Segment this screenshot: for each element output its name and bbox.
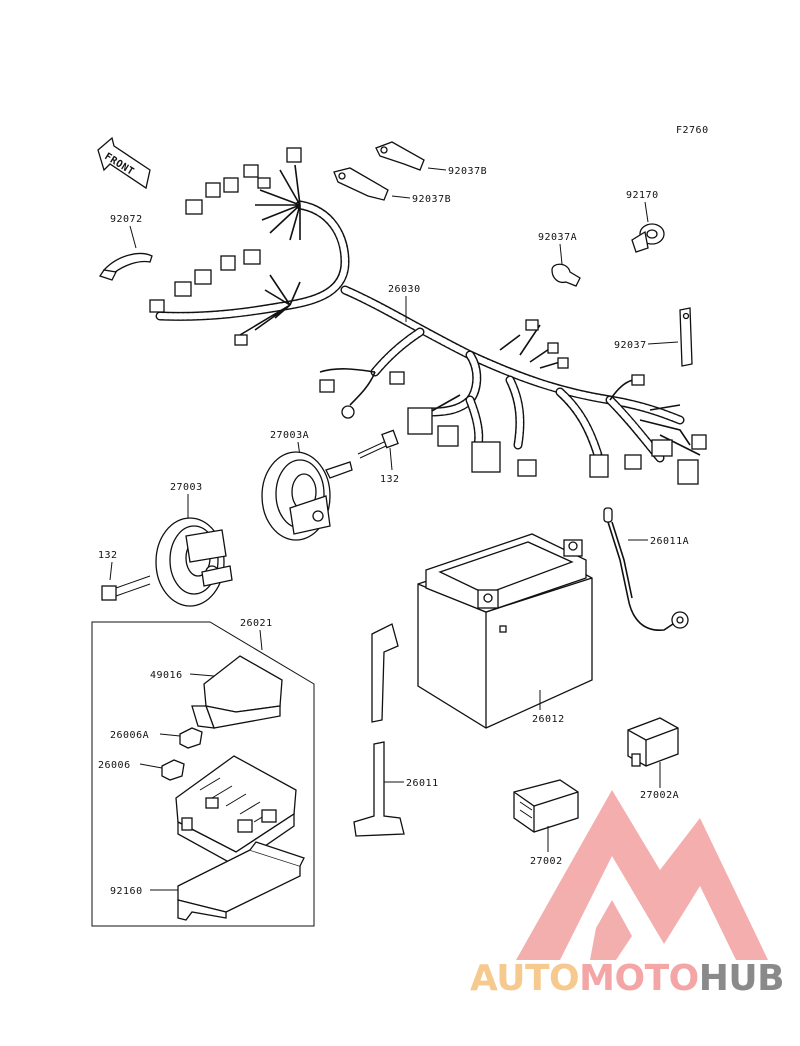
label-26011: 26011 [406,778,439,789]
cable-26011a [603,507,689,631]
label-92072: 92072 [110,214,143,225]
watermark-part-auto: AUTO [470,958,580,999]
bolt-132-left [101,575,151,601]
relay-27002a [627,717,679,767]
label-132-right: 132 [380,474,400,485]
watermark-text: AUTOMOTOHUB [470,958,800,1008]
label-26006a: 26006A [110,730,149,741]
label-92037a: 92037A [538,232,577,243]
battery-26012 [417,533,593,729]
clamp-92170 [631,223,665,253]
strap-92037 [679,307,693,367]
label-26012: 26012 [532,714,565,725]
bracket-92160 [177,841,305,921]
label-92037: 92037 [614,340,647,351]
horn-27003 [155,517,233,607]
label-92037b-mid: 92037B [412,194,451,205]
cover-49016 [191,655,283,729]
relay-27002 [513,779,579,833]
bracket-92037b-top [375,141,425,171]
wiring-harness-26030 [149,147,707,485]
label-26011a: 26011A [650,536,689,547]
label-27003: 27003 [170,482,203,493]
label-132-left: 132 [98,550,118,561]
label-27003a: 27003A [270,430,309,441]
cable-tie-92072 [98,252,153,281]
label-26021: 26021 [240,618,273,629]
front-arrow-icon: FRONT [97,136,151,190]
clamp-92037a [551,263,581,287]
label-92170: 92170 [626,190,659,201]
figure-code: F2760 [676,125,709,136]
junction-box [175,755,297,867]
bracket-92037b-mid [333,167,389,201]
cable-26011 [353,623,405,837]
junction-box-group-outline [91,621,315,927]
label-92037b-top: 92037B [448,166,487,177]
label-49016: 49016 [150,670,183,681]
label-26006: 26006 [98,760,131,771]
bolt-132-right [357,429,399,459]
label-27002: 27002 [530,856,563,867]
fuse-26006 [161,759,185,781]
fuse-26006a [179,727,203,749]
label-26030: 26030 [388,284,421,295]
watermark-part-moto: MOTO [579,958,699,999]
watermark-part-hub: HUB [698,958,785,999]
label-27002a: 27002A [640,790,679,801]
label-92160: 92160 [110,886,143,897]
watermark-logo-icon [516,790,768,960]
horn-27003a [261,451,353,541]
